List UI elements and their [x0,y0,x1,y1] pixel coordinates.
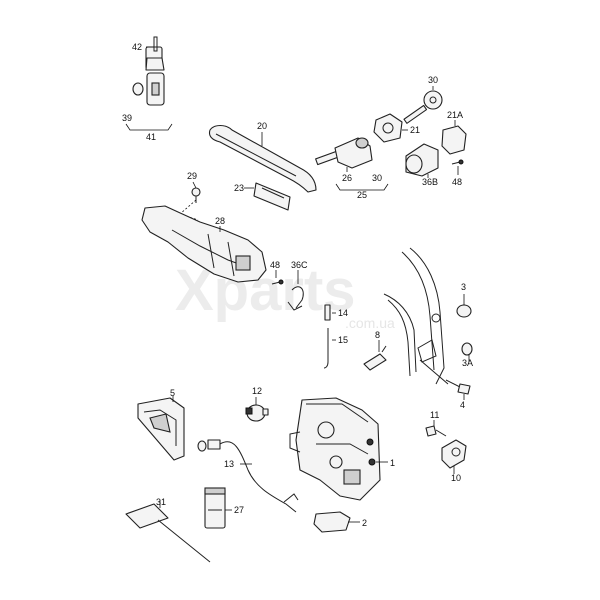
callout-41: 41 [146,132,156,142]
bowden-cable-part [197,439,299,513]
callout-42: 42 [132,42,142,52]
callout-27: 27 [234,505,244,515]
callout-28: 28 [215,216,225,226]
striker-bolt-part [445,379,471,395]
callout-21A: 21A [447,110,463,120]
screw-11-part [425,425,447,437]
callout-14: 14 [338,308,348,318]
door-frame-part [383,247,449,385]
key-housing-part [146,72,165,106]
grease-tube-part [204,487,226,529]
carrier-screw-part [271,279,284,285]
handle-carrier-part [141,205,267,283]
grommet-part [245,404,269,422]
callout-15: 15 [338,335,348,345]
callout-30: 30 [428,75,438,85]
key-battery-part [132,82,144,96]
release-tool-part [125,503,211,563]
lock-cap-part [441,125,467,155]
callout-3A: 3A [462,358,473,368]
callout-21: 21 [410,125,420,135]
callout-11: 11 [430,410,439,420]
callout-25: 25 [357,190,367,200]
callout-12: 12 [252,386,262,396]
callout-5: 5 [170,388,175,398]
door-lock-part [289,397,381,501]
rod-part [323,328,329,369]
lock-cover-part [313,511,351,533]
outer-door-handle-part [208,124,317,193]
callout-48b: 48 [270,260,280,270]
callout-23: 23 [234,183,244,193]
inner-handle-part [137,397,185,461]
plug-3-part [456,304,472,318]
lock-button-part [441,439,467,469]
lock-cylinder-housing-part [373,113,403,143]
lock-cylinder-part [315,137,373,169]
callout-13: 13 [224,459,234,469]
watermark-subtext: .com.ua [345,315,395,331]
callout-30b: 30 [372,173,382,183]
key-transmitter-part [145,36,165,71]
callout-2: 2 [362,518,367,528]
key-blade-part [403,90,443,124]
handle-bezel-part [253,182,291,211]
callout-31: 31 [156,497,166,507]
callout-36B: 36B [422,177,438,187]
callout-20: 20 [257,121,267,131]
callout-1: 1 [390,458,395,468]
screw-8-part [363,345,387,371]
lock-barrel-part [405,143,439,177]
callout-29: 29 [187,171,197,181]
callout-39: 39 [122,113,132,123]
callout-10: 10 [451,473,461,483]
plug-3A-part [461,342,473,356]
lock-clip-part [287,286,304,311]
callout-26: 26 [342,173,352,183]
callout-3: 3 [461,282,466,292]
bolt-part [191,187,201,203]
callout-36C: 36C [291,260,308,270]
callout-48a: 48 [452,177,462,187]
small-screw-part [451,159,464,165]
callout-8: 8 [375,330,380,340]
pin-part [324,304,331,321]
callout-4: 4 [460,400,465,410]
